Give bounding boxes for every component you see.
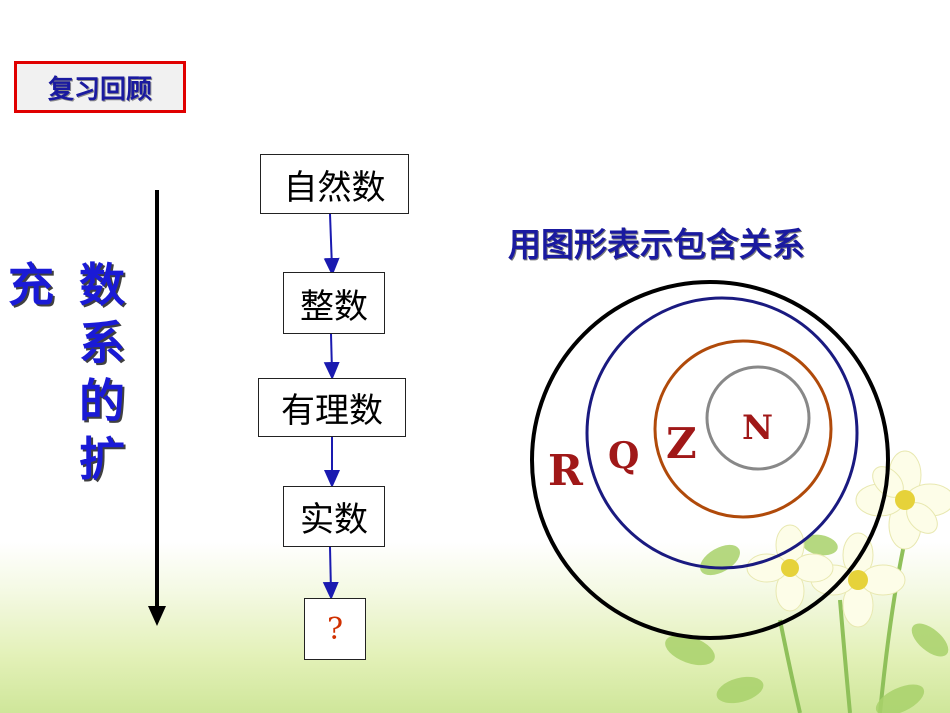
flower-blossom-1 — [855, 450, 950, 550]
set-label-q: Q — [608, 435, 639, 477]
set-circle-q — [585, 296, 859, 570]
side-title-column: 数 系 的 扩 — [74, 256, 130, 488]
flow-box-natural-numbers: 自然数 — [260, 154, 409, 214]
set-label-n: N — [742, 408, 773, 448]
side-title-char: 扩 — [79, 432, 125, 486]
flow-box-label: 有理数 — [281, 391, 383, 431]
flow-arrow — [323, 333, 340, 380]
set-circle-n — [705, 365, 811, 471]
venn-heading: 用图形表示包含关系 — [508, 225, 805, 264]
flow-box-label: 自然数 — [283, 167, 386, 208]
side-title-char: 数 — [79, 258, 125, 312]
flow-arrow — [322, 546, 339, 600]
set-circle-r — [530, 280, 890, 640]
flow-box-label: ? — [326, 611, 344, 647]
set-circle-z — [653, 339, 833, 519]
set-label-z: Z — [666, 419, 697, 468]
flow-arrow — [323, 213, 340, 276]
side-title-char: 的 — [79, 374, 125, 428]
flow-box-unknown: ? — [304, 598, 366, 660]
flow-box-integers: 整数 — [283, 272, 385, 334]
side-title-char: 系 — [79, 316, 125, 370]
flow-box-label: 实数 — [300, 500, 368, 540]
flow-box-rational-numbers: 有理数 — [258, 378, 406, 437]
side-title-left-char: 充 — [8, 258, 54, 312]
review-badge: 复习回顾 — [14, 61, 186, 113]
flower-stems — [778, 539, 907, 713]
flow-box-real-numbers: 实数 — [283, 486, 385, 547]
set-label-r: R — [548, 446, 584, 495]
timeline-arrow — [148, 190, 166, 626]
flow-box-label: 整数 — [300, 286, 368, 327]
